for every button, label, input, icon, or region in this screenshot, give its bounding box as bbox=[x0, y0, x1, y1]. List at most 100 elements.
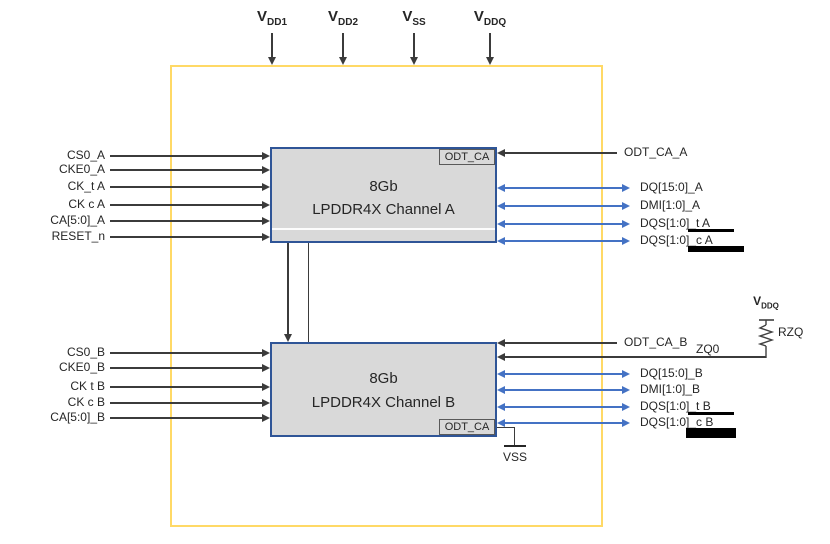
power-rail-subscript: DD1 bbox=[267, 17, 288, 28]
signal-label: DQS[1:0]_t B bbox=[640, 399, 711, 413]
signal-label-wrap: DQS[1:0]_t B bbox=[640, 399, 734, 415]
bidir-arrowhead-right bbox=[622, 419, 630, 427]
signal-arrowhead bbox=[262, 364, 270, 372]
power-rail-arrow-line bbox=[271, 33, 273, 57]
signal-arrow-line bbox=[110, 352, 262, 354]
bidir-arrow-line bbox=[505, 406, 622, 408]
underline-bar bbox=[686, 428, 736, 438]
channel-a-name: LPDDR4X Channel A bbox=[312, 201, 455, 218]
bidir-arrow-line bbox=[505, 422, 622, 424]
zq0-arrowhead bbox=[497, 353, 505, 361]
bidir-arrowhead-right bbox=[622, 403, 630, 411]
signal-label-wrap: DQS[1:0]_c A bbox=[640, 233, 744, 252]
signal-label: CK c B bbox=[67, 395, 105, 409]
signal-label: CA[5:0]_A bbox=[50, 213, 105, 227]
signal-arrowhead bbox=[262, 233, 270, 241]
bidir-arrow-line bbox=[505, 187, 622, 189]
signal-label: DMI[1:0]_A bbox=[640, 198, 701, 212]
bidir-arrow-line bbox=[505, 389, 622, 391]
signal-label: DQ[15:0]_A bbox=[640, 180, 703, 194]
signal-label: CKE0_A bbox=[58, 162, 105, 176]
control-arrowhead bbox=[497, 339, 505, 347]
channel-a-odt-ca-corner-label: ODT_CA bbox=[439, 149, 495, 165]
signal-arrow-line bbox=[110, 220, 262, 222]
bidir-arrowhead-right bbox=[622, 184, 630, 192]
signal-label: RESET_n bbox=[51, 229, 105, 243]
signal-label: ODT_CA_A bbox=[624, 145, 688, 159]
signal-label: CK c A bbox=[68, 197, 105, 211]
channel-b-odt-ca-corner-label: ODT_CA bbox=[439, 419, 495, 435]
signal-arrow-line bbox=[110, 367, 262, 369]
power-rail-base: V bbox=[327, 8, 338, 25]
signal-label: DQ[15:0]_B bbox=[640, 366, 703, 380]
bidir-arrowhead-left bbox=[497, 403, 505, 411]
vddq-rail-label: VDDQ bbox=[736, 294, 796, 310]
signal-label: CS0_B bbox=[66, 345, 105, 359]
control-arrow-line bbox=[505, 342, 617, 344]
signal-label: DQS[1:0]_c A bbox=[640, 233, 713, 247]
channel-b-to-a-connector-line bbox=[308, 243, 310, 342]
power-rail-label: VSS bbox=[379, 8, 449, 28]
signal-label-wrap: DQ[15:0]_A bbox=[640, 180, 703, 195]
bidir-arrowhead-left bbox=[497, 184, 505, 192]
power-rail-arrow-line bbox=[489, 33, 491, 57]
channel-a-to-b-connector-line bbox=[287, 243, 289, 335]
signal-label-wrap: DQS[1:0]_t A bbox=[640, 216, 734, 232]
signal-arrow-line bbox=[110, 236, 262, 238]
signal-label: DQS[1:0]_c B bbox=[640, 415, 714, 429]
signal-arrowhead bbox=[262, 152, 270, 160]
underline-bar bbox=[688, 246, 744, 252]
bidir-arrowhead-right bbox=[622, 237, 630, 245]
vss-label: VSS bbox=[502, 450, 527, 464]
rzq-label: RZQ bbox=[778, 325, 804, 339]
zq0-pin-label: ZQ0 bbox=[696, 342, 720, 356]
signal-label: CK t B bbox=[70, 379, 105, 393]
power-rail-label: VDD2 bbox=[308, 8, 378, 28]
bidir-arrowhead-right bbox=[622, 220, 630, 228]
bidir-arrowhead-left bbox=[497, 220, 505, 228]
signal-arrowhead bbox=[262, 201, 270, 209]
bidir-arrowhead-left bbox=[497, 386, 505, 394]
bidir-arrowhead-left bbox=[497, 237, 505, 245]
signal-label: DQS[1:0]_t A bbox=[640, 216, 711, 230]
bidir-arrowhead-left bbox=[497, 370, 505, 378]
bidir-arrow-line bbox=[505, 373, 622, 375]
vss-ground-symbol bbox=[504, 445, 526, 447]
power-rail-arrowhead bbox=[410, 57, 418, 65]
power-rail-label: VDDQ bbox=[455, 8, 525, 28]
signal-arrowhead bbox=[262, 414, 270, 422]
signal-arrow-line bbox=[110, 186, 262, 188]
power-rail-arrowhead bbox=[268, 57, 276, 65]
vddq-rail-base: V bbox=[753, 294, 762, 308]
zq0-pin-line bbox=[505, 356, 766, 358]
signal-arrow-line bbox=[110, 402, 262, 404]
bidir-arrow-line bbox=[505, 223, 622, 225]
signal-arrowhead bbox=[262, 399, 270, 407]
signal-label-wrap: DMI[1:0]_B bbox=[640, 382, 700, 397]
power-rail-arrowhead bbox=[339, 57, 347, 65]
signal-arrowhead bbox=[262, 166, 270, 174]
power-rail-subscript: DD2 bbox=[338, 17, 359, 28]
underline-bar bbox=[688, 229, 734, 232]
signal-label: ODT_CA_B bbox=[624, 335, 688, 349]
signal-arrow-line bbox=[110, 204, 262, 206]
power-rail-arrow-line bbox=[413, 33, 415, 57]
control-arrowhead bbox=[497, 149, 505, 157]
bidir-arrowhead-right bbox=[622, 386, 630, 394]
control-arrow-line bbox=[505, 152, 617, 154]
power-rail-subscript: SS bbox=[412, 17, 426, 28]
signal-arrowhead bbox=[262, 217, 270, 225]
power-rail-label: VDD1 bbox=[237, 8, 307, 28]
signal-arrow-line bbox=[110, 169, 262, 171]
channel-b-size: 8Gb bbox=[369, 370, 398, 388]
power-rail-arrowhead bbox=[486, 57, 494, 65]
power-rail-base: V bbox=[402, 8, 413, 25]
signal-label: CK_t A bbox=[67, 179, 105, 193]
signal-label-wrap: DMI[1:0]_A bbox=[640, 198, 700, 213]
underline-bar bbox=[688, 412, 734, 415]
power-rail-base: V bbox=[256, 8, 267, 25]
signal-arrow-line bbox=[110, 155, 262, 157]
vss-wire-vertical bbox=[514, 427, 516, 446]
vddq-rail-sub: DDQ bbox=[761, 301, 779, 311]
